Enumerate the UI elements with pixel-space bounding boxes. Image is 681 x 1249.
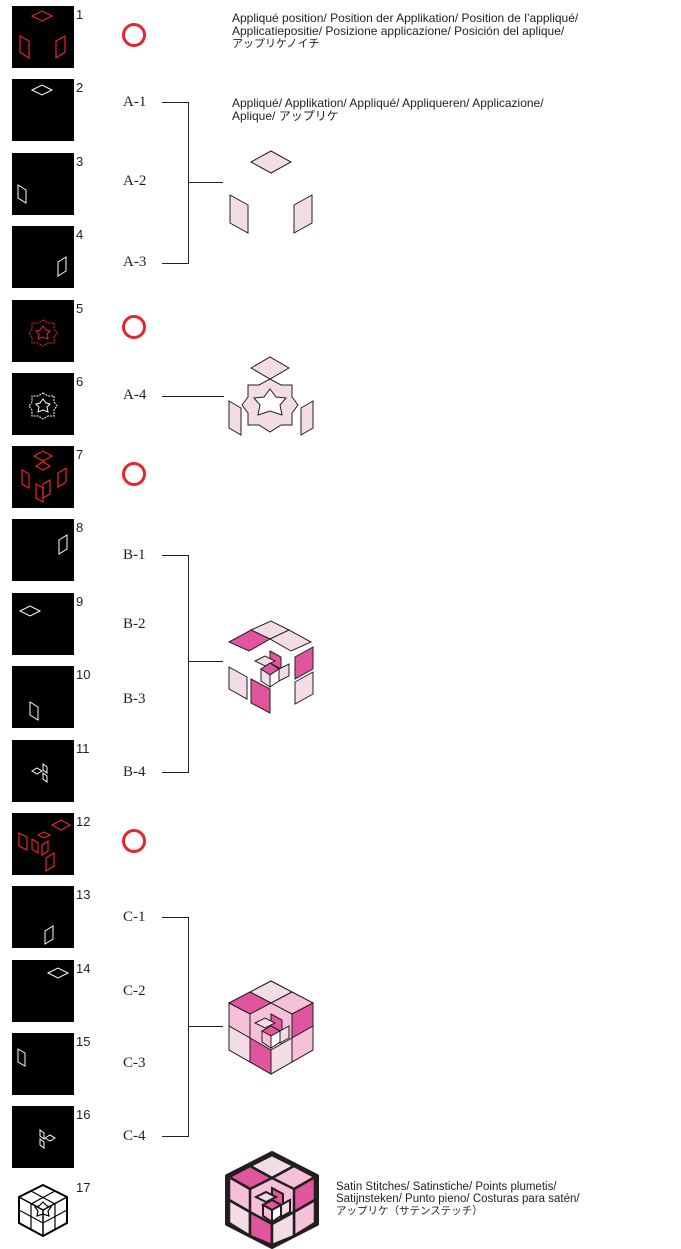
step-number: 9 (76, 594, 84, 609)
step-number: 5 (76, 301, 84, 316)
step-thumbnail-17 (12, 1179, 74, 1241)
step-number: 1 (76, 7, 84, 22)
placement-outline-icon (21, 450, 67, 504)
step-label-c3: C-3 (123, 1055, 146, 1071)
applique-position-marker (122, 829, 146, 853)
star-applique-illustration (228, 356, 314, 436)
bracket-line (188, 917, 189, 1137)
right-patch-icon (58, 534, 68, 555)
pointer-line (162, 396, 224, 397)
bracket-line (162, 917, 189, 918)
step-thumbnail-14 (12, 960, 74, 1022)
diamond-patch-icon (30, 84, 54, 96)
finished-satin-cube-illustration (225, 1151, 319, 1249)
step-number: 6 (76, 374, 84, 389)
step-label-a2: A-2 (123, 173, 147, 189)
step-thumbnail-6 (12, 373, 74, 435)
right-patch-icon (44, 925, 54, 945)
cube-c-illustration (227, 980, 315, 1075)
applique-position-marker (122, 23, 146, 47)
step-number: 15 (76, 1034, 91, 1049)
step-thumbnail-3 (12, 153, 74, 215)
star-stitch-icon (28, 392, 58, 420)
left-patch-icon (17, 1048, 26, 1067)
bracket-line (188, 182, 223, 183)
step-thumbnail-16 (12, 1106, 74, 1168)
caption-satin-stitches: Satin Stitches/ Satinstiche/ Points plum… (336, 1181, 580, 1217)
step-thumbnail-13 (12, 886, 74, 948)
step-thumbnail-5 (12, 300, 74, 362)
step-label-c2: C-2 (123, 983, 146, 999)
step-number: 12 (76, 814, 91, 829)
step-thumbnail-8 (12, 519, 74, 581)
step-number: 3 (76, 154, 84, 169)
finished-cube-outline-icon (18, 1183, 68, 1238)
bracket-line (162, 555, 189, 556)
placement-outline-icon (19, 10, 66, 60)
bracket-line (188, 555, 189, 773)
diamond-patch-icon (46, 967, 70, 979)
step-number: 4 (76, 227, 84, 242)
diamond-patch-icon (18, 605, 42, 617)
caption-applique-position: Appliqué position/ Position der Applikat… (232, 11, 579, 51)
step-label-a4: A-4 (123, 387, 147, 403)
bracket-line (162, 102, 189, 103)
applique-position-marker (122, 315, 146, 339)
step-thumbnail-9 (12, 593, 74, 655)
bracket-line (162, 263, 189, 264)
step-label-b1: B-1 (123, 547, 146, 563)
placement-outline-icon (18, 819, 72, 873)
bracket-line (162, 1136, 189, 1137)
step-thumbnail-1 (12, 6, 74, 68)
step-label-b2: B-2 (123, 616, 146, 632)
step-label-a3: A-3 (123, 254, 147, 270)
left-patch-icon (29, 701, 39, 721)
center-patches-icon (39, 1129, 56, 1149)
step-number: 7 (76, 447, 84, 462)
step-label-c1: C-1 (123, 909, 146, 925)
bracket-line (188, 661, 223, 662)
step-label-c4: C-4 (123, 1128, 146, 1144)
step-number: 10 (76, 667, 91, 682)
step-label-b4: B-4 (123, 764, 146, 780)
star-outline-icon (28, 319, 58, 347)
center-patches-icon (31, 763, 48, 783)
applique-pieces-a-illustration (229, 150, 313, 234)
bracket-line (162, 772, 189, 773)
cube-b-illustration (227, 620, 314, 714)
right-patch-icon (57, 256, 67, 277)
applique-position-marker (122, 462, 146, 486)
step-number: 16 (76, 1107, 91, 1122)
step-thumbnail-7 (12, 446, 74, 508)
bracket-line (188, 1026, 223, 1027)
step-thumbnail-4 (12, 226, 74, 288)
step-label-b3: B-3 (123, 691, 146, 707)
bracket-line (188, 102, 189, 264)
step-number: 11 (76, 741, 90, 756)
step-number: 8 (76, 520, 84, 535)
caption-applique: Appliqué/ Applikation/ Appliqué/ Appliqu… (232, 96, 544, 123)
step-thumbnail-2 (12, 79, 74, 141)
step-label-a1: A-1 (123, 94, 147, 110)
step-number: 17 (76, 1180, 91, 1195)
step-thumbnail-12 (12, 813, 74, 875)
step-thumbnail-15 (12, 1033, 74, 1095)
step-thumbnail-10 (12, 666, 74, 728)
step-number: 2 (76, 80, 84, 95)
left-patch-icon (17, 184, 27, 204)
step-number: 14 (76, 961, 91, 976)
step-number: 13 (76, 887, 91, 902)
step-thumbnail-11 (12, 740, 74, 802)
